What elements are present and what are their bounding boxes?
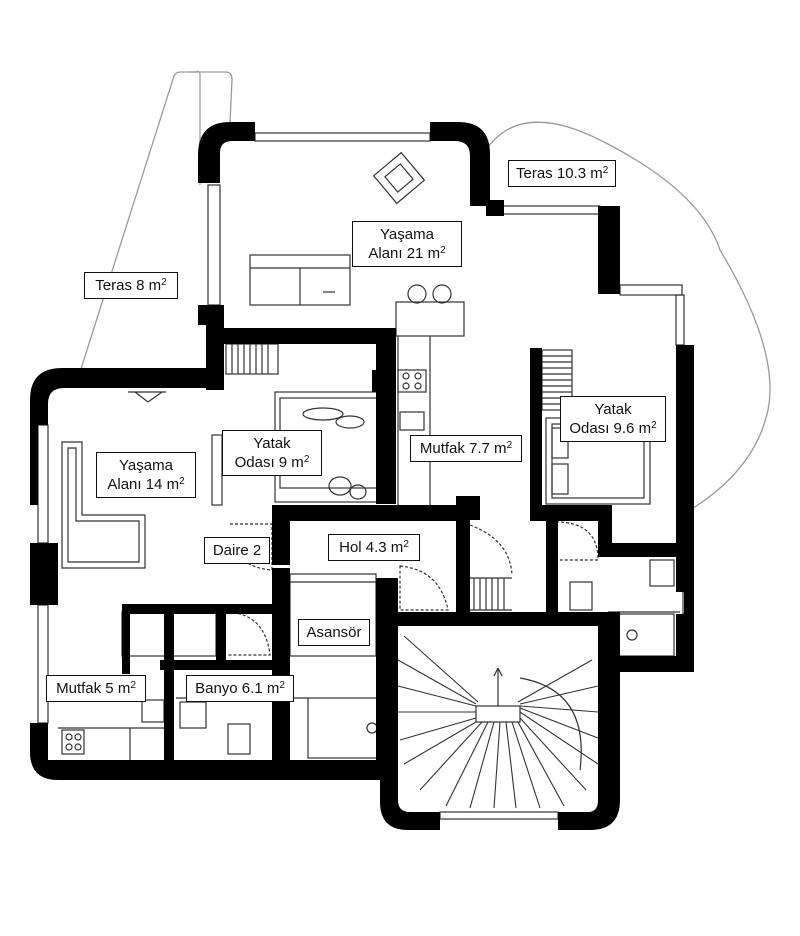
terrace-west-outline [79,70,201,373]
label-yatak-9: Yatak Odası 9 m2 [222,430,322,476]
wall-living21-west [198,305,224,325]
stool-2 [432,284,452,304]
wall-ne-corner [430,122,490,206]
stair-landing [475,705,521,723]
wall-stair [380,612,440,830]
bathtub [307,697,381,759]
wall-k5-b [216,604,226,660]
label-mutfak-5: Mutfak 5 m2 [46,675,146,702]
shower-east [615,613,675,657]
label-banyo: Banyo 6.1 m2 [186,675,294,702]
wall-bed9-east [376,328,396,504]
wall-east-upper [598,206,620,294]
terrace-outlines [79,70,771,511]
toilet-east [569,581,593,611]
dining-bar [395,301,465,337]
sofa-14 [61,441,146,569]
window-east-side [619,284,683,296]
hob-77 [397,369,427,393]
wall-bed9-east-stub [372,370,396,392]
label-asansor: Asansör [298,619,370,646]
terrace-west-outline-inner [190,71,233,123]
window-bedroom2 [211,434,223,506]
wall-k5-div [164,604,174,764]
wall-hol-top [272,505,468,521]
stair-steps [397,635,599,809]
wall-core-top [398,612,620,626]
window-top [254,132,431,142]
wall-east-outer [676,345,694,672]
sink-77 [399,411,425,431]
hob-k5 [61,729,85,755]
label-yatak-96: Yatak Odası 9.6 m2 [560,396,666,442]
label-teras-8: Teras 8 m2 [84,272,178,299]
window-east-vert [675,294,685,346]
label-daire: Daire 2 [204,537,270,564]
window-west-a [37,424,49,544]
sink-east [649,559,675,587]
wall-east-low [598,505,612,545]
wall-west-lower [30,723,380,780]
wall-stubs [122,604,130,674]
wall-stair-east [558,612,620,830]
wall-east-bath-bottom [612,656,694,672]
wall-hol-west [272,505,290,565]
terrace-east-outline [485,121,771,511]
wall-east-step [486,200,504,216]
window-bottom [439,811,559,820]
wall-hol-east-b [456,520,470,620]
label-yasama-21: Yaşama Alanı 21 m2 [352,221,462,267]
label-yasama-14: Yaşama Alanı 14 m2 [96,452,196,498]
wall-west-outer [30,368,222,505]
stool-1 [407,284,427,304]
cabinet-k5-b [171,611,217,657]
wardrobe-bed9 [225,343,279,375]
label-teras-10: Teras 10.3 m2 [508,160,616,187]
wall-nw-corner [198,122,255,183]
wall-west-mid [30,543,58,605]
walls [30,122,694,830]
wall-east-bath-div [546,520,558,612]
wall-mid-horizontal [206,328,396,344]
label-mutfak-77: Mutfak 7.7 m2 [410,435,522,462]
window-west-b [37,604,49,724]
wall-bed96-west-a [530,348,542,514]
wall-banyo-top [160,660,276,670]
armchair [372,151,426,205]
sink-banyo [179,701,207,729]
wall-bed96-bottom [530,505,612,521]
label-hol: Hol 4.3 m2 [328,534,420,561]
sink-k5 [141,699,165,723]
wall-east-low-h [598,543,690,557]
window-left-upper [207,184,221,306]
wall-daire-stub [272,568,290,760]
wall-hol-east-a [456,496,480,520]
wall-k5-top [122,604,272,614]
window-east [499,205,601,215]
toilet-banyo [227,723,251,755]
